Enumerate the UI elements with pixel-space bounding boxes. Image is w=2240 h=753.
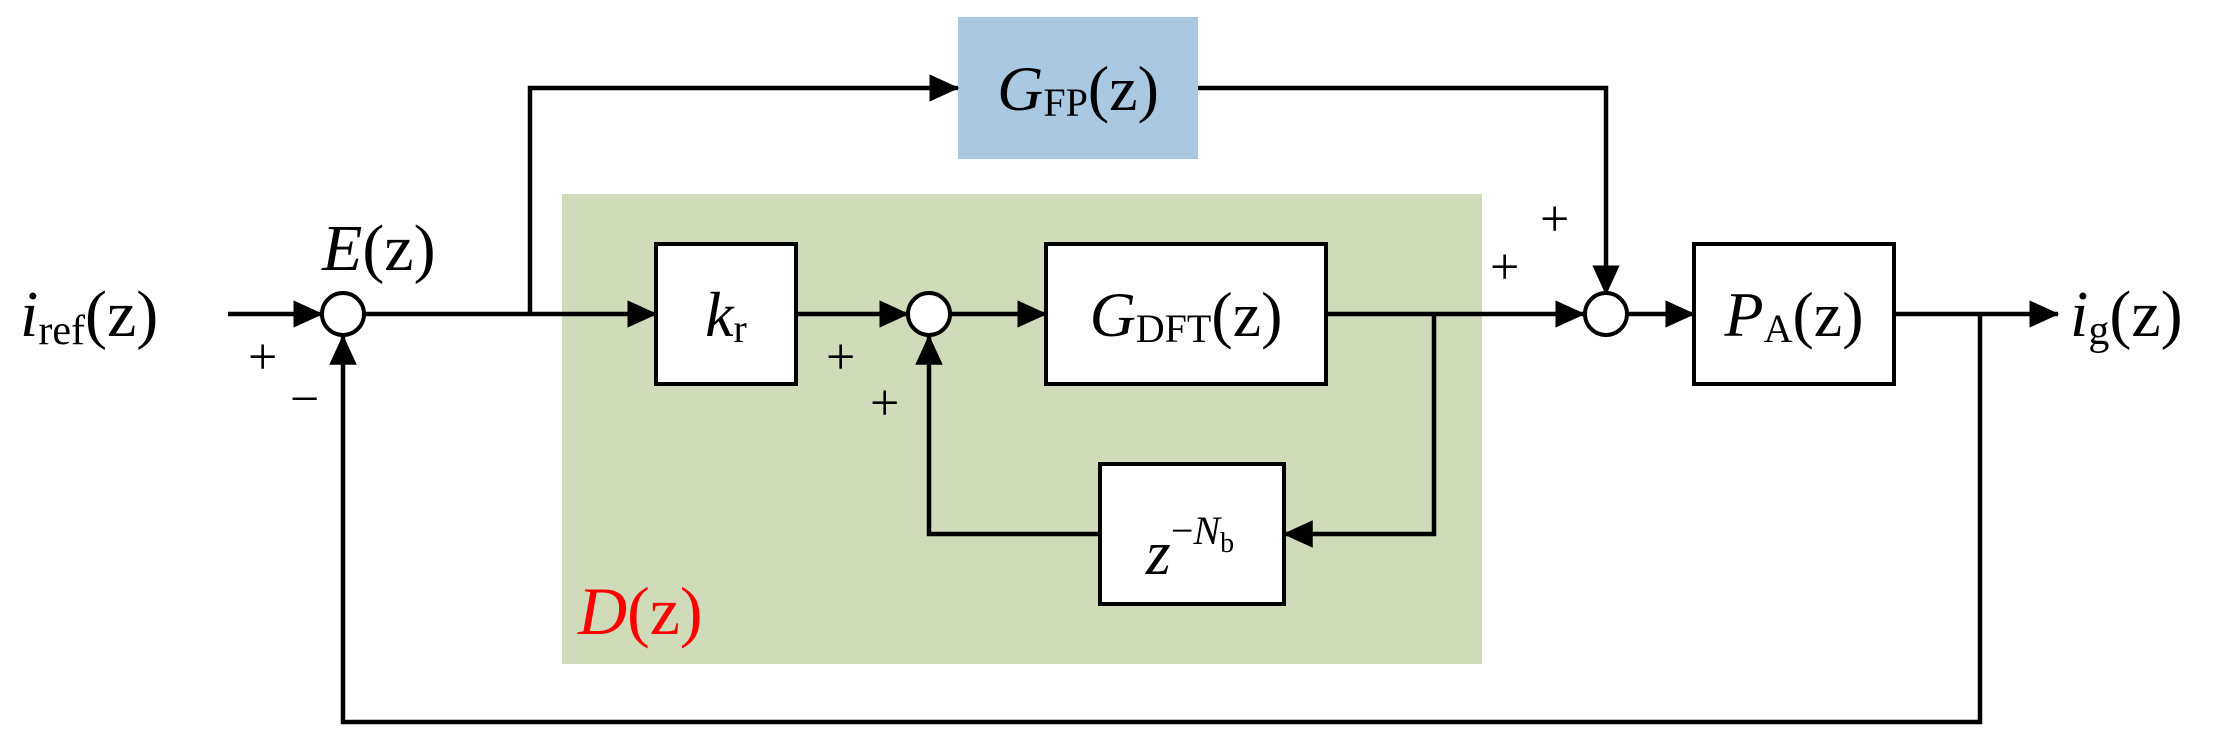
sum-junction-2 <box>906 291 952 337</box>
outer-feedback-wire <box>329 314 1983 725</box>
feedforward-wire-in <box>527 74 960 314</box>
pa-block <box>1692 242 1896 386</box>
delay-out-wire <box>915 334 1100 537</box>
sum3-plus-left-sign: + <box>1490 239 1519 296</box>
delay-block <box>1098 462 1286 606</box>
output-signal-label: ig(z) <box>2070 278 2183 354</box>
wires <box>228 74 2060 725</box>
gfp-block <box>958 17 1198 159</box>
gdft-label: GDFT(z) <box>1090 279 1283 351</box>
sum1-plus-sign: + <box>248 329 277 386</box>
input-signal-label: iref(z) <box>20 278 158 354</box>
kr-label: kr <box>705 279 747 351</box>
sum1-minus-sign: − <box>290 371 319 428</box>
error-signal-label: E(z) <box>321 212 436 285</box>
sum-junction-3 <box>1583 291 1629 337</box>
gfp-label: GFP(z) <box>997 53 1159 125</box>
controller-region-label: D(z) <box>577 573 703 649</box>
sum2-plus-bottom-sign: + <box>870 375 899 432</box>
delay-label: z−Nb <box>1145 508 1234 588</box>
sum3-plus-top-sign: + <box>1540 191 1569 248</box>
pa-label: PA(z) <box>1723 279 1863 351</box>
feedforward-wire-out <box>1198 85 1620 296</box>
sum2-plus-left-sign: + <box>826 329 855 386</box>
gdft-block <box>1044 242 1328 386</box>
delay-in-wire <box>1282 314 1437 548</box>
sum-junction-1 <box>320 291 366 337</box>
kr-block <box>654 242 798 386</box>
